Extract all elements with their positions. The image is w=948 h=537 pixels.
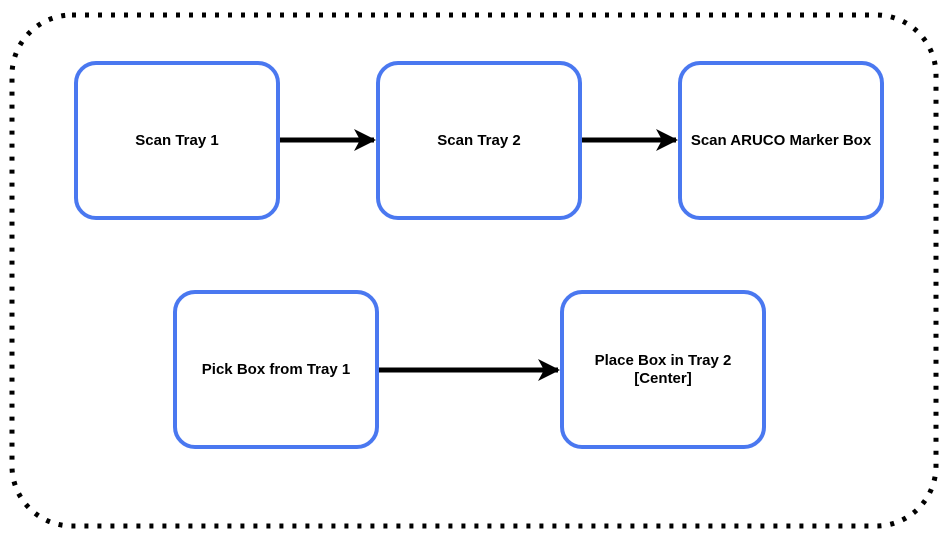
node-label: Pick Box from Tray 1 <box>201 360 351 378</box>
node-label: Scan Tray 2 <box>437 131 521 149</box>
node-scan-aruco-marker-box[interactable]: Scan ARUCO Marker Box <box>678 61 884 220</box>
node-label: Scan Tray 1 <box>135 131 219 149</box>
node-scan-tray-1[interactable]: Scan Tray 1 <box>74 61 280 220</box>
node-label: Scan ARUCO Marker Box <box>690 131 872 149</box>
node-label: Place Box in Tray 2 [Center] <box>594 351 732 387</box>
node-place-box-in-tray-2[interactable]: Place Box in Tray 2 [Center] <box>560 290 766 449</box>
node-pick-box-from-tray-1[interactable]: Pick Box from Tray 1 <box>173 290 379 449</box>
node-scan-tray-2[interactable]: Scan Tray 2 <box>376 61 582 220</box>
container-border <box>9 12 939 529</box>
